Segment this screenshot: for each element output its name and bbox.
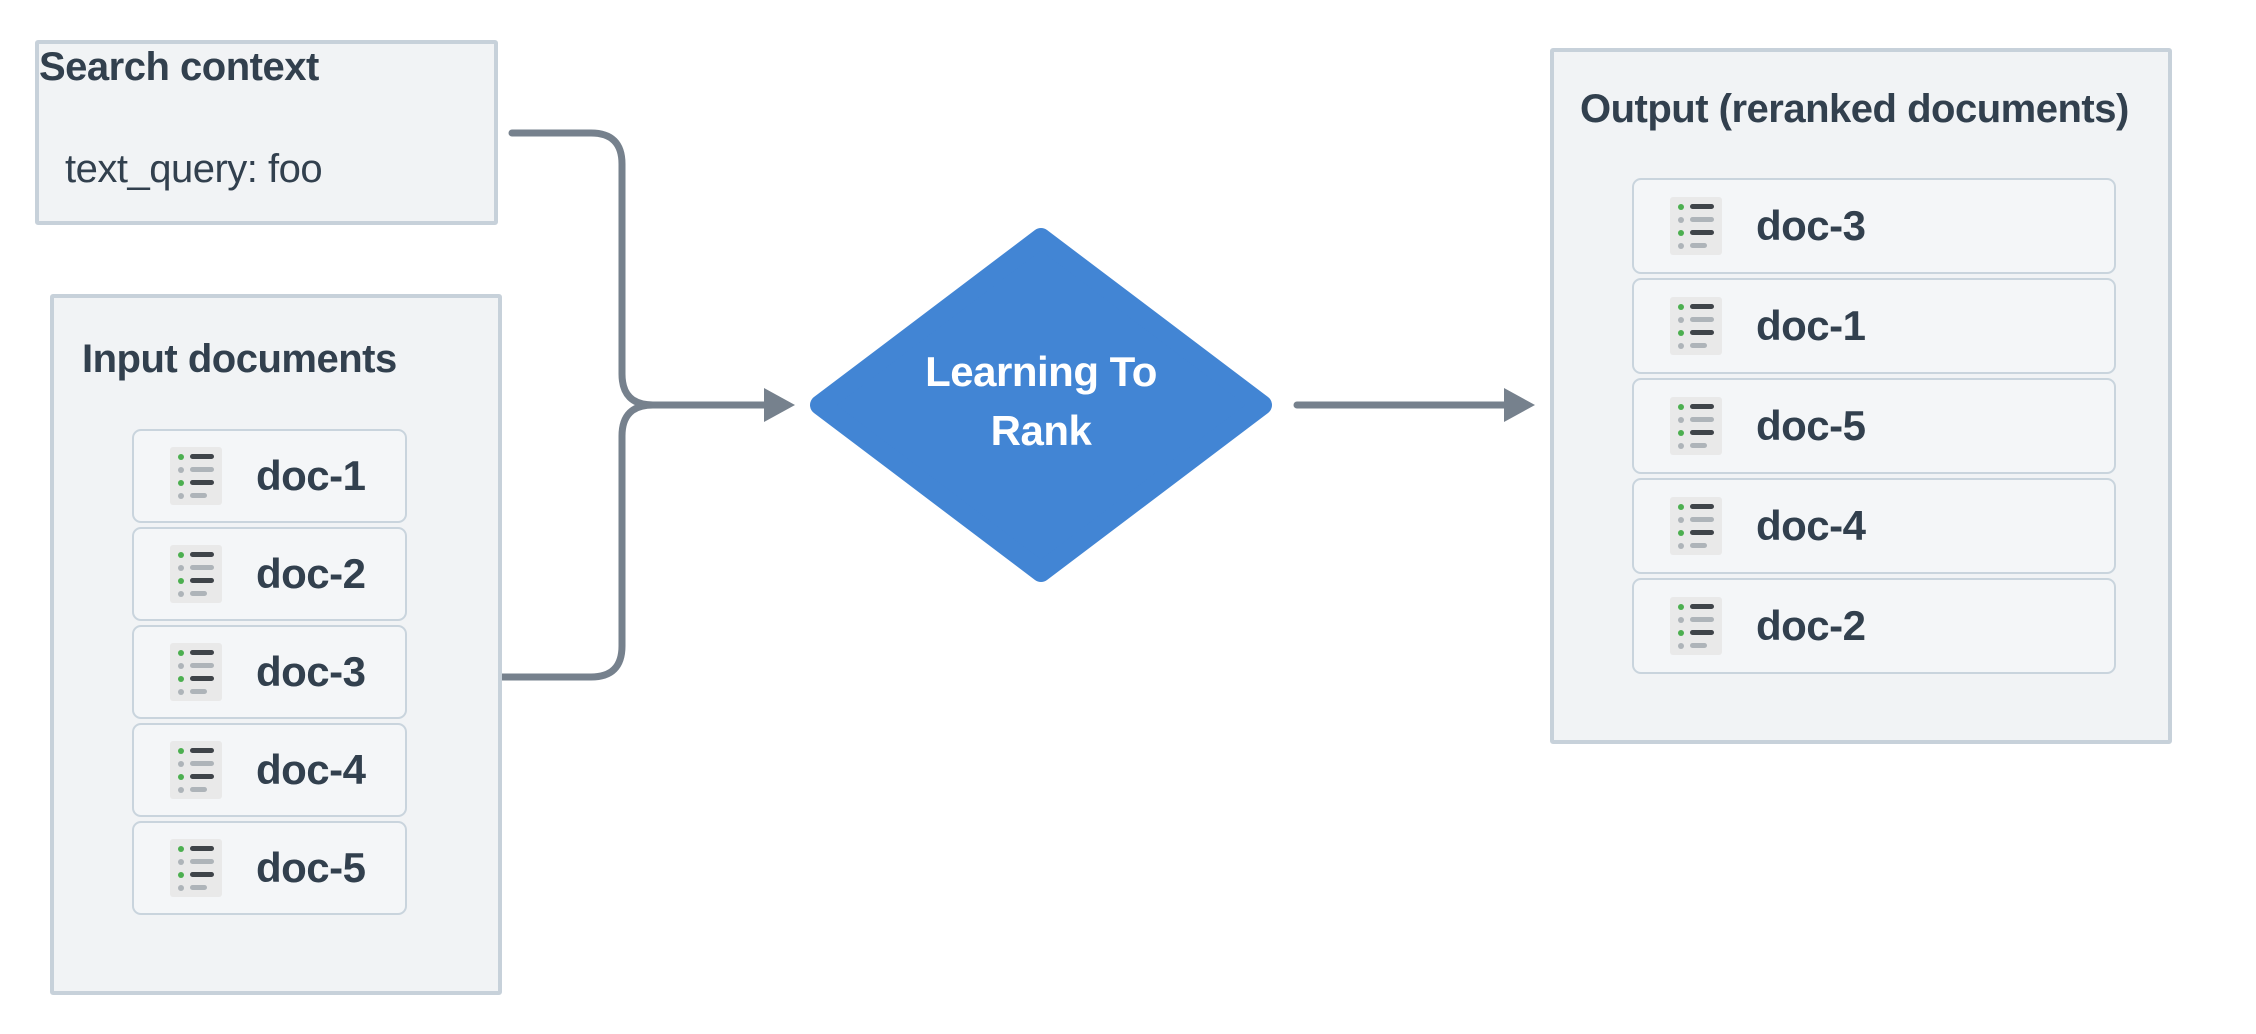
document-list-icon (170, 839, 222, 897)
doc-label: doc-2 (256, 550, 366, 597)
doc-label: doc-1 (1756, 302, 1866, 349)
doc-card: doc-1 (1632, 278, 2116, 374)
document-list-icon (1670, 297, 1722, 355)
doc-card: doc-4 (1632, 478, 2116, 574)
search-context-panel: Search context text_query: foo (35, 40, 498, 225)
doc-card: doc-5 (132, 821, 407, 915)
search-query-text: text_query: foo (65, 147, 323, 191)
learning-to-rank-label-line2: Rank (990, 407, 1092, 454)
learning-to-rank-label-line1: Learning To (925, 348, 1157, 395)
doc-card: doc-3 (132, 625, 407, 719)
doc-label: doc-3 (1756, 202, 1866, 249)
input-documents-panel: Input documents doc-1 d (50, 294, 502, 995)
document-list-icon (1670, 497, 1722, 555)
doc-label: doc-4 (256, 746, 366, 793)
merge-arrow-head (764, 388, 795, 422)
input-documents-list: doc-1 doc-2 doc-3 (132, 429, 407, 915)
doc-label: doc-5 (256, 844, 366, 891)
output-title: Output (reranked documents) (1580, 87, 2129, 131)
output-documents-list: doc-3 doc-1 doc-5 (1632, 178, 2116, 674)
doc-card: doc-2 (132, 527, 407, 621)
document-list-icon (170, 643, 222, 701)
document-list-icon (170, 545, 222, 603)
document-list-icon (1670, 397, 1722, 455)
input-documents-title: Input documents (82, 337, 397, 381)
document-list-icon (170, 741, 222, 799)
document-list-icon (1670, 197, 1722, 255)
learning-to-rank-diamond (810, 228, 1272, 582)
doc-card: doc-1 (132, 429, 407, 523)
input-documents-connector (498, 401, 657, 681)
doc-label: doc-5 (1756, 402, 1866, 449)
doc-card: doc-5 (1632, 378, 2116, 474)
search-context-title: Search context (39, 45, 319, 89)
doc-label: doc-1 (256, 452, 366, 499)
doc-card: doc-2 (1632, 578, 2116, 674)
output-arrow-head (1504, 388, 1535, 422)
search-context-connector (508, 129, 657, 409)
doc-card: doc-3 (1632, 178, 2116, 274)
doc-card: doc-4 (132, 723, 407, 817)
learning-to-rank-label: Learning To Rank (891, 342, 1191, 460)
doc-label: doc-3 (256, 648, 366, 695)
output-panel: Output (reranked documents) doc-3 (1550, 48, 2172, 744)
doc-label: doc-4 (1756, 502, 1866, 549)
doc-label: doc-2 (1756, 602, 1866, 649)
document-list-icon (170, 447, 222, 505)
document-list-icon (1670, 597, 1722, 655)
